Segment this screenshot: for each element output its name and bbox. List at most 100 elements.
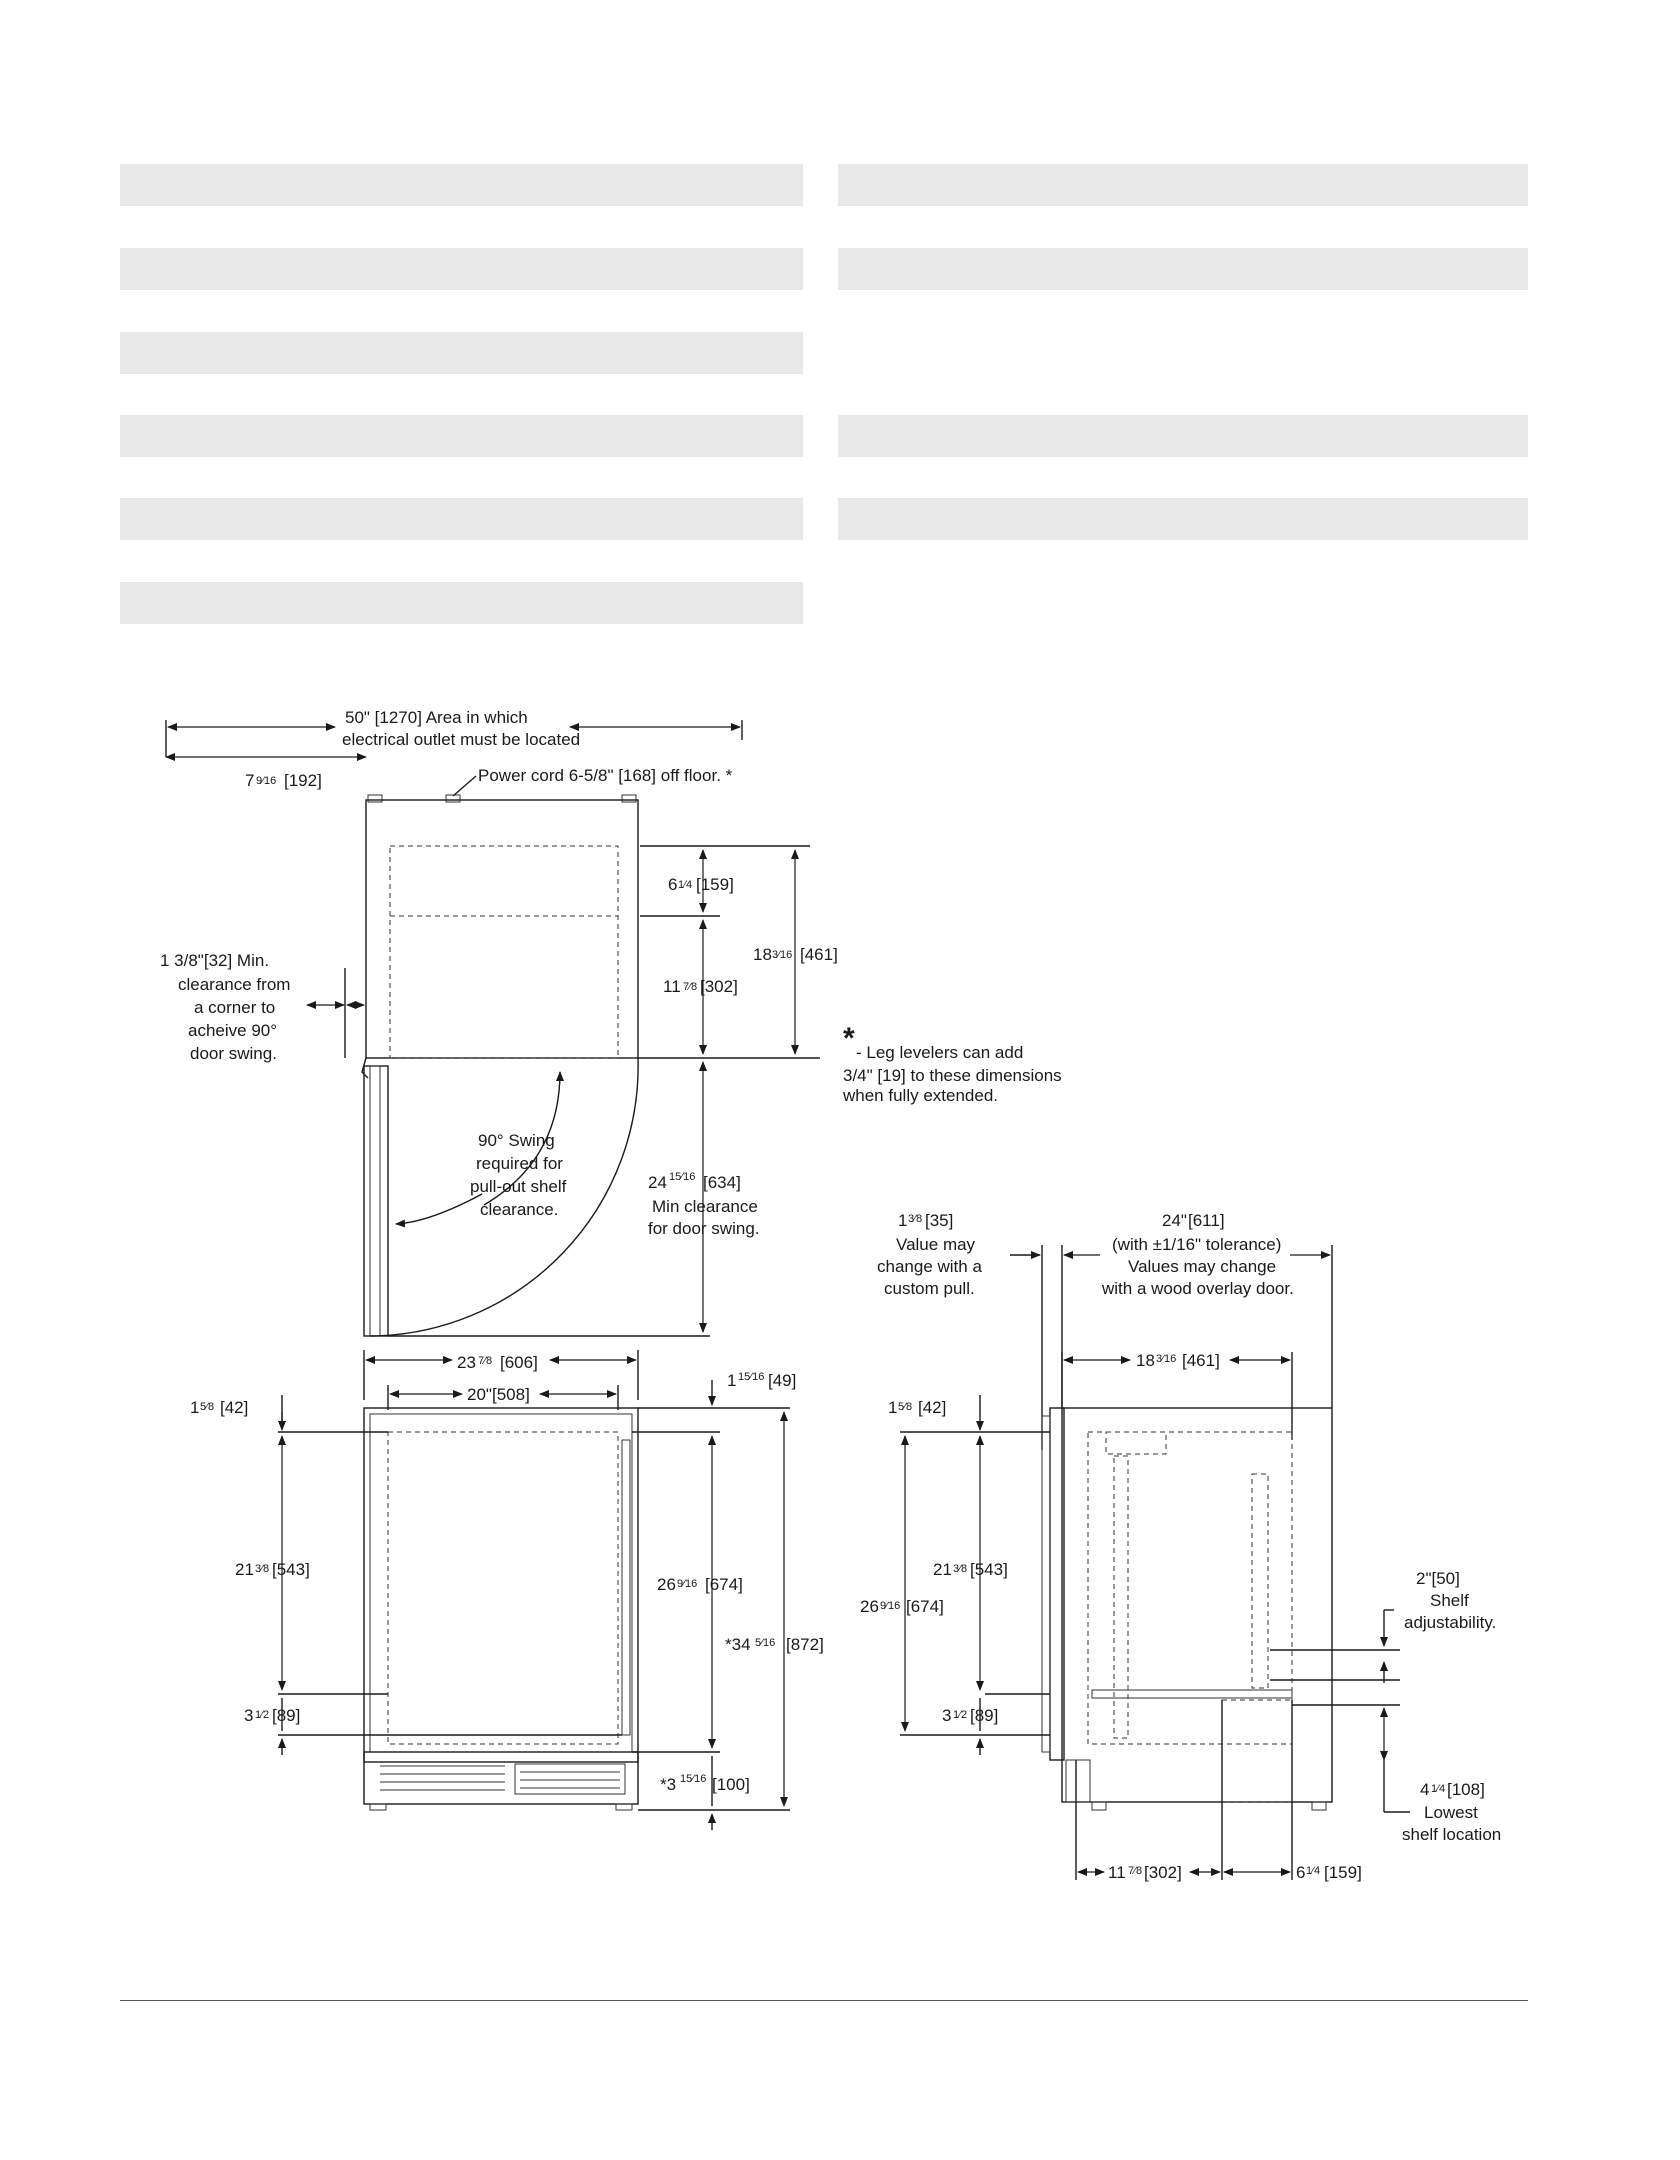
- door-clear-mm: [634]: [703, 1173, 741, 1192]
- top-off-whole: 1: [190, 1398, 199, 1417]
- swing-note-4: clearance.: [480, 1200, 558, 1219]
- label-mask: [1100, 1238, 1290, 1298]
- redacted-spec-bar: [120, 415, 803, 457]
- redacted-spec-bar: [120, 332, 803, 374]
- corner-clearance-3: a corner to: [194, 998, 275, 1017]
- redacted-spec-bar: [120, 498, 803, 540]
- swing-note-2: required for: [476, 1154, 563, 1173]
- shelf-adj-note-1: Shelf: [1430, 1591, 1469, 1610]
- door-h-mm: [674]: [705, 1575, 743, 1594]
- pull-note-1: Value may: [896, 1235, 976, 1254]
- corner-clearance-1: 1 3/8"[32] Min.: [160, 951, 269, 970]
- corner-clearance-4: acheive 90°: [188, 1021, 277, 1040]
- hinge: [621, 794, 637, 803]
- side-door-h-mm: [674]: [906, 1597, 944, 1616]
- depth-mm: [611]: [1188, 1211, 1225, 1230]
- toe-frac: 15⁄16: [680, 1773, 706, 1785]
- inner-depth-mm: [461]: [1182, 1351, 1220, 1370]
- leveler-note-2: 3/4" [19] to these dimensions: [843, 1066, 1062, 1085]
- top-fixture: [1105, 1431, 1167, 1455]
- d1-frac: 1⁄4: [678, 879, 692, 891]
- d1-mm: [159]: [696, 875, 734, 894]
- d1-whole: 6: [668, 875, 677, 894]
- door-inner: [369, 1065, 381, 1337]
- top-view: 50" [1270] Area in which electrical outl…: [160, 708, 838, 1337]
- cabinet-top-outline: [365, 799, 639, 1059]
- swing-note-3: pull-out shelf: [470, 1177, 567, 1196]
- compressor: [1221, 1699, 1293, 1803]
- door-h-frac: 9⁄16: [677, 1578, 697, 1590]
- inner-width-mm: [508]: [492, 1385, 530, 1404]
- door-clear-note-2: for door swing.: [648, 1219, 760, 1238]
- pull-note-2: change with a: [877, 1257, 982, 1276]
- cord-offset-whole: 7: [245, 771, 254, 790]
- door-hinge: [361, 1057, 369, 1079]
- depth-note-3: with a wood overlay door.: [1101, 1279, 1294, 1298]
- top-gap-mm: [49]: [768, 1371, 796, 1390]
- total-h-whole: *34: [725, 1635, 751, 1654]
- side-top-off-mm: [42]: [918, 1398, 946, 1417]
- door-pull: [1041, 1415, 1051, 1753]
- shelf-adj: 2"[50]: [1416, 1569, 1460, 1588]
- inner-depth-whole: 18: [1136, 1351, 1155, 1370]
- pull-mm: [35]: [925, 1211, 953, 1230]
- d2-whole: 11: [663, 977, 681, 996]
- glass-area: [387, 1431, 619, 1745]
- lowest-note-1: Lowest: [1424, 1803, 1478, 1822]
- bottom-a-mm: [302]: [1144, 1863, 1182, 1882]
- side-base-whole: 3: [942, 1706, 951, 1725]
- d3-frac: 3⁄16: [772, 949, 792, 961]
- inner-width: 20": [467, 1385, 492, 1404]
- side-door-h-whole: 26: [860, 1597, 879, 1616]
- d2-mm: [302]: [700, 977, 738, 996]
- cab-h-frac: 3⁄8: [255, 1563, 269, 1575]
- redacted-spec-bar: [838, 164, 1528, 206]
- corner-clearance-5: door swing.: [190, 1044, 277, 1063]
- door-swing-arc: [369, 1057, 639, 1337]
- leveler-foot: [369, 1803, 387, 1811]
- open-door: [363, 1065, 389, 1337]
- bottom-a-frac: 7⁄8: [1128, 1865, 1142, 1877]
- outlet-area-label: 50" [1270] Area in which: [345, 708, 528, 727]
- pull-note-3: custom pull.: [884, 1279, 975, 1298]
- redacted-spec-bar: [838, 498, 1528, 540]
- swing-leader: [395, 1193, 483, 1228]
- width-frac: 7⁄8: [478, 1355, 492, 1367]
- depth-note-2: Values may change: [1128, 1257, 1276, 1276]
- d3-mm: [461]: [800, 945, 838, 964]
- cab-h-whole: 21: [235, 1560, 254, 1579]
- top-gap-whole: 1: [727, 1371, 736, 1390]
- width-whole: 23: [457, 1353, 476, 1372]
- width-mm: [606]: [500, 1353, 538, 1372]
- corner-clearance-2: clearance from: [178, 975, 290, 994]
- side-door-h-frac: 9⁄16: [880, 1600, 900, 1612]
- base-grille: [363, 1751, 639, 1805]
- depth: 24": [1162, 1211, 1187, 1230]
- front-view: 23 7⁄8 [606] 20" [508]: [190, 1350, 824, 1830]
- shelf: [1091, 1689, 1293, 1699]
- side-cab-h-frac: 3⁄8: [953, 1563, 967, 1575]
- door-clear-note-1: Min clearance: [652, 1197, 758, 1216]
- door-frame: [369, 1413, 633, 1753]
- leveler-foot: [1311, 1801, 1327, 1811]
- rack-front: [1113, 1455, 1129, 1739]
- rack-rear: [1251, 1473, 1269, 1689]
- lowest-frac: 1⁄4: [1431, 1783, 1445, 1795]
- bottom-b-frac: 1⁄4: [1306, 1865, 1320, 1877]
- top-off-frac: 5⁄8: [200, 1401, 214, 1413]
- depth-note-1: (with ±1/16" tolerance): [1112, 1235, 1281, 1254]
- cord-offset-frac: 9⁄16: [256, 775, 276, 787]
- top-gap-frac: 15⁄16: [738, 1371, 764, 1383]
- d3-whole: 18: [753, 945, 772, 964]
- door-handle: [621, 1439, 631, 1736]
- shelf-adj-note-2: adjustability.: [1404, 1613, 1496, 1632]
- d2-frac: 7⁄8: [683, 981, 697, 993]
- side-cab-h-mm: [543]: [970, 1560, 1008, 1579]
- base-whole: 3: [244, 1706, 253, 1725]
- bottom-a-whole: 11: [1108, 1863, 1126, 1882]
- cab-h-mm: [543]: [272, 1560, 310, 1579]
- bottom-b-whole: 6: [1296, 1863, 1305, 1882]
- cabinet-front-outline: [363, 1407, 639, 1763]
- pull-frac: 3⁄8: [908, 1213, 922, 1225]
- leader-line: [452, 775, 477, 797]
